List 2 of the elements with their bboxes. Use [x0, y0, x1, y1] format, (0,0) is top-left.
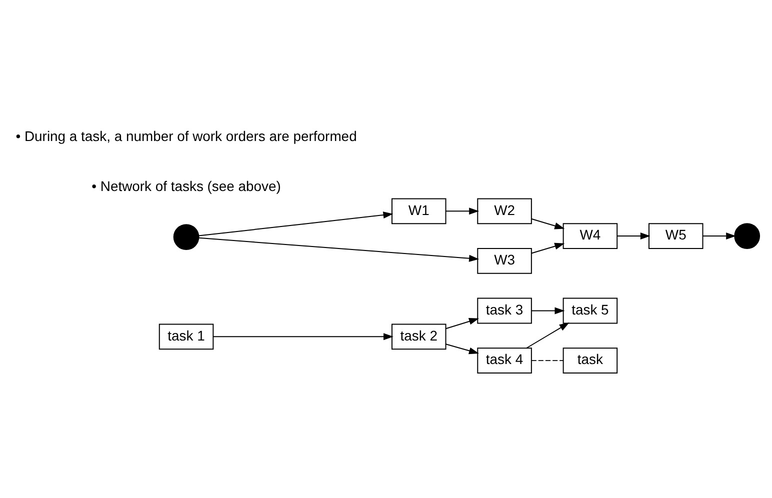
label: • Network of tasks (see above): [92, 178, 281, 194]
label: • During a task, a number of work orders are performed: [16, 128, 357, 144]
